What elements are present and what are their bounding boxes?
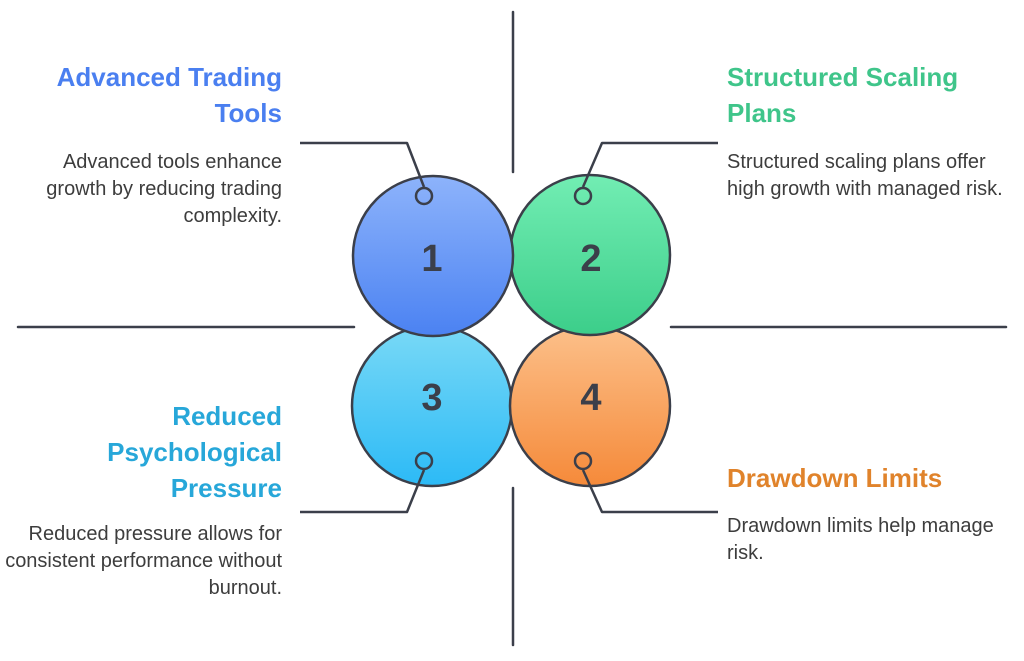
title-advanced-trading-tools: Advanced Trading Tools (56, 62, 282, 128)
description-advanced-trading-tools: Advanced tools enhance growth by reducin… (46, 151, 282, 227)
connector-dots (414, 186, 593, 471)
dot-3 (414, 451, 434, 471)
dot-1 (414, 186, 434, 206)
dot-4 (573, 451, 593, 471)
description-drawdown-limits: Drawdown limits help manage risk. (727, 515, 994, 564)
connectors (300, 141, 718, 514)
title-drawdown-limits: Drawdown Limits (727, 463, 943, 493)
description-reduced-psychological-pressure: Reduced pressure allows for consistent p… (5, 523, 282, 599)
connector-1 (300, 141, 426, 188)
title-reduced-psychological-pressure: Reduced Psychological Pressure (107, 401, 282, 503)
connector-4 (581, 469, 718, 514)
description-structured-scaling-plans: Structured scaling plans offer high grow… (727, 151, 1003, 200)
connector-3 (300, 469, 426, 514)
circles (350, 173, 672, 488)
title-structured-scaling-plans: Structured Scaling Plans (727, 62, 959, 128)
connector-2 (581, 141, 718, 188)
number-4: 4 (580, 377, 601, 419)
number-1: 1 (421, 238, 442, 280)
dot-2 (573, 186, 593, 206)
numbers: 1 2 3 4 (421, 238, 601, 419)
circle-1 (351, 174, 515, 338)
number-2: 2 (580, 238, 601, 280)
axis-lines (16, 10, 1008, 647)
number-3: 3 (421, 377, 442, 419)
